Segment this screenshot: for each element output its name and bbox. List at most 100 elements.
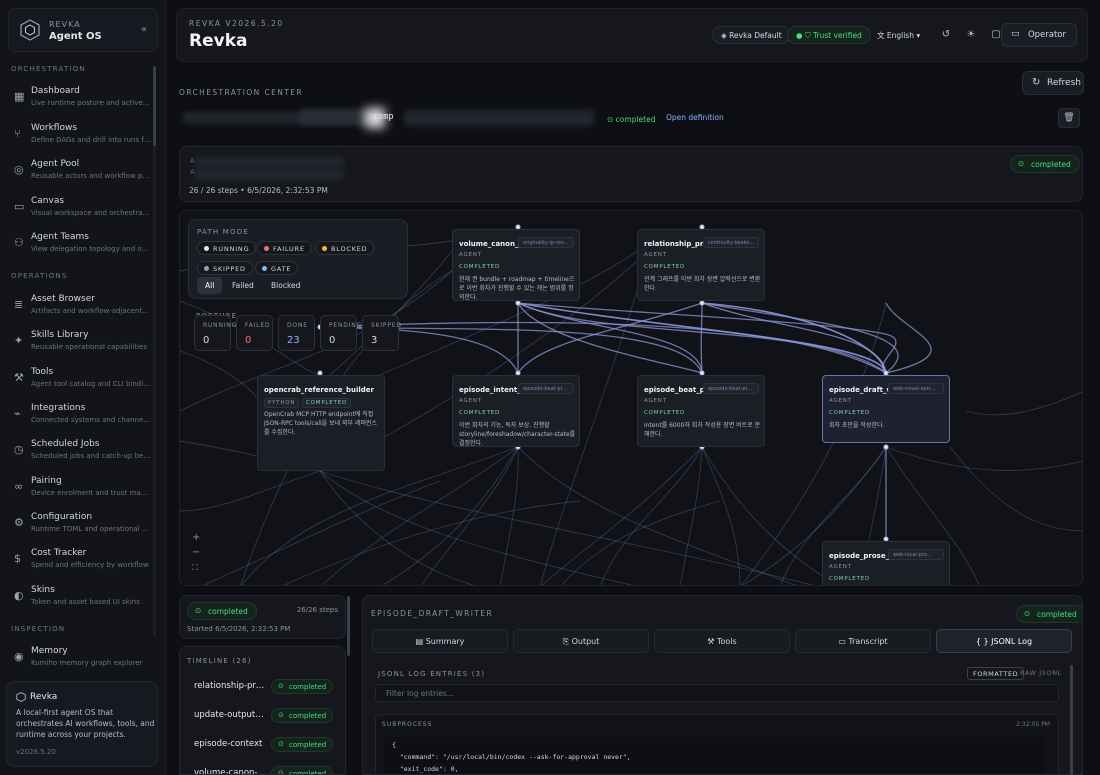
graph-node[interactable]: relationship_pre...continuity-keeke...AG… xyxy=(637,229,765,301)
sidebar-item-title: Configuration xyxy=(31,512,93,522)
filter-failed[interactable]: Failed xyxy=(232,281,254,290)
timeline-scrollbar[interactable] xyxy=(347,596,350,656)
graph-node[interactable]: episode_draft_w...web-novel-epis...AGENT… xyxy=(822,375,950,443)
refresh-button[interactable]: ↻ Refresh xyxy=(1022,71,1084,95)
run-summary-status: ⊙ completed xyxy=(187,602,257,620)
log-entry[interactable]: SUBPROCESS 2:32:05 PM { "command": "/usr… xyxy=(375,714,1059,774)
run-card[interactable]: A A 26 / 26 steps • 6/5/2026, 2:32:53 PM… xyxy=(179,146,1083,202)
posture-stat-label: DONE xyxy=(287,322,308,329)
node-description: 현재 권 bundle + roadmap + timeline으로 이번 회차… xyxy=(459,276,575,301)
graph-edge xyxy=(203,480,441,585)
formatted-toggle[interactable]: FORMATTED xyxy=(967,667,1025,680)
run-status-label: completed xyxy=(1031,160,1071,169)
timeline-row[interactable]: episode-context⊙completed xyxy=(187,733,345,755)
posture-stat-value: 0 xyxy=(203,335,210,346)
graph-node[interactable]: episode_intent_...episode-beat-pl...AGEN… xyxy=(452,375,580,447)
graph-node[interactable]: volume_canon_a...originality-ip-rev...AG… xyxy=(452,229,580,301)
trash-icon[interactable]: 🗑 xyxy=(1058,108,1080,128)
timeline-row[interactable]: relationship-pressure⊙completed xyxy=(187,675,345,697)
status-dot-icon xyxy=(204,246,209,251)
status-dot-icon: ● xyxy=(796,31,805,40)
graph-edge xyxy=(701,446,741,585)
path-chip-skipped[interactable]: SKIPPED xyxy=(197,261,253,275)
node-status: COMPLETED xyxy=(459,410,501,416)
zoom-in-icon[interactable]: + xyxy=(192,532,201,543)
filter-all[interactable]: All xyxy=(197,277,223,294)
tab-output[interactable]: ⎘ Output xyxy=(513,629,649,653)
open-definition-link[interactable]: Open definition xyxy=(666,113,724,122)
app-version: REVKA V2026.5.20 xyxy=(189,19,284,28)
timeline-row[interactable]: volume-canon-align⊙completed xyxy=(187,762,345,774)
message-icon[interactable]: ▢ xyxy=(991,29,1001,40)
skin-selector[interactable]: ◈ Revka Default xyxy=(712,26,791,44)
node-kind: PYTHON xyxy=(264,398,300,408)
path-chip-blocked[interactable]: BLOCKED xyxy=(315,241,375,255)
page-title: Revka xyxy=(189,31,248,51)
sidebar-scrollbar-track[interactable] xyxy=(153,66,156,636)
section-inspection: INSPECTION xyxy=(11,625,66,633)
tab-jsonl-log[interactable]: { } JSONL Log xyxy=(936,629,1072,653)
history-icon[interactable]: ↺ xyxy=(941,29,951,40)
node-handle[interactable] xyxy=(699,300,705,306)
detail-scrollbar[interactable] xyxy=(1070,665,1073,775)
path-chip-gate[interactable]: GATE xyxy=(255,261,299,275)
zoom-out-icon[interactable]: − xyxy=(192,547,201,558)
operator-button[interactable]: ▭ Operator xyxy=(1000,23,1077,47)
graph-edge xyxy=(885,302,932,374)
filter-blocked[interactable]: Blocked xyxy=(271,281,301,290)
sidebar-item-subtitle: Artifacts and workflow-adjacent resource… xyxy=(31,307,151,315)
clock-icon: ◷ xyxy=(14,443,24,456)
graph-edge xyxy=(885,446,980,585)
fit-view-icon[interactable]: ⛶ xyxy=(192,563,198,572)
wrench-icon: ⚒ xyxy=(14,371,24,384)
sidebar-item-subtitle: Token and asset based UI skins xyxy=(31,598,140,606)
tab-transcript[interactable]: ▭ Transcript xyxy=(795,629,931,653)
timeline-row[interactable]: update-output-bundle⊙completed xyxy=(187,704,345,726)
sidebar-item-title: Pairing xyxy=(31,476,62,486)
palette-icon: ◈ xyxy=(721,31,730,40)
workflow-icon: ⑂ xyxy=(14,127,21,140)
path-chip-running[interactable]: RUNNING xyxy=(197,241,257,255)
node-status: COMPLETED xyxy=(644,264,686,270)
top-header: REVKA V2026.5.20 Revka ◈ Revka Default ●… xyxy=(176,8,1088,62)
language-select[interactable]: 文 English ▾ xyxy=(869,26,928,44)
tab-tools[interactable]: ⚒ Tools xyxy=(654,629,790,653)
path-chip-failure[interactable]: FAILURE xyxy=(257,241,312,255)
posture-stat-label: RUNNING xyxy=(203,322,238,329)
tab-summary[interactable]: ▤ Summary xyxy=(372,629,508,653)
sidebar-item-subtitle: Kumiho memory graph explorer xyxy=(31,659,143,667)
sidebar-scrollbar-thumb[interactable] xyxy=(153,66,156,146)
node-handle[interactable] xyxy=(883,444,889,450)
graph-node[interactable]: episode_beat_pl...episode-beat-pl...AGEN… xyxy=(637,375,765,447)
trust-badge[interactable]: ● ⛉ Trust verified xyxy=(787,26,871,44)
log-filter-input[interactable]: Filter log entries... xyxy=(375,684,1059,702)
workflow-bar[interactable]: comp ⊙ completed Open definition xyxy=(179,106,1083,130)
sun-icon[interactable]: ☀ xyxy=(966,29,976,40)
brand[interactable]: REVKA Agent OS « xyxy=(8,8,158,52)
graph-edge xyxy=(517,302,703,374)
node-skill-tag: web-local-pro... xyxy=(888,549,944,560)
workflow-graph-canvas[interactable]: volume_canon_a...originality-ip-rev...AG… xyxy=(179,210,1083,586)
chevrons-left-icon[interactable]: « xyxy=(140,24,147,35)
sidebar: REVKA Agent OS « ORCHESTRATION OPERATION… xyxy=(0,0,166,775)
raw-jsonl-toggle[interactable]: RAW JSONL xyxy=(1020,669,1062,677)
